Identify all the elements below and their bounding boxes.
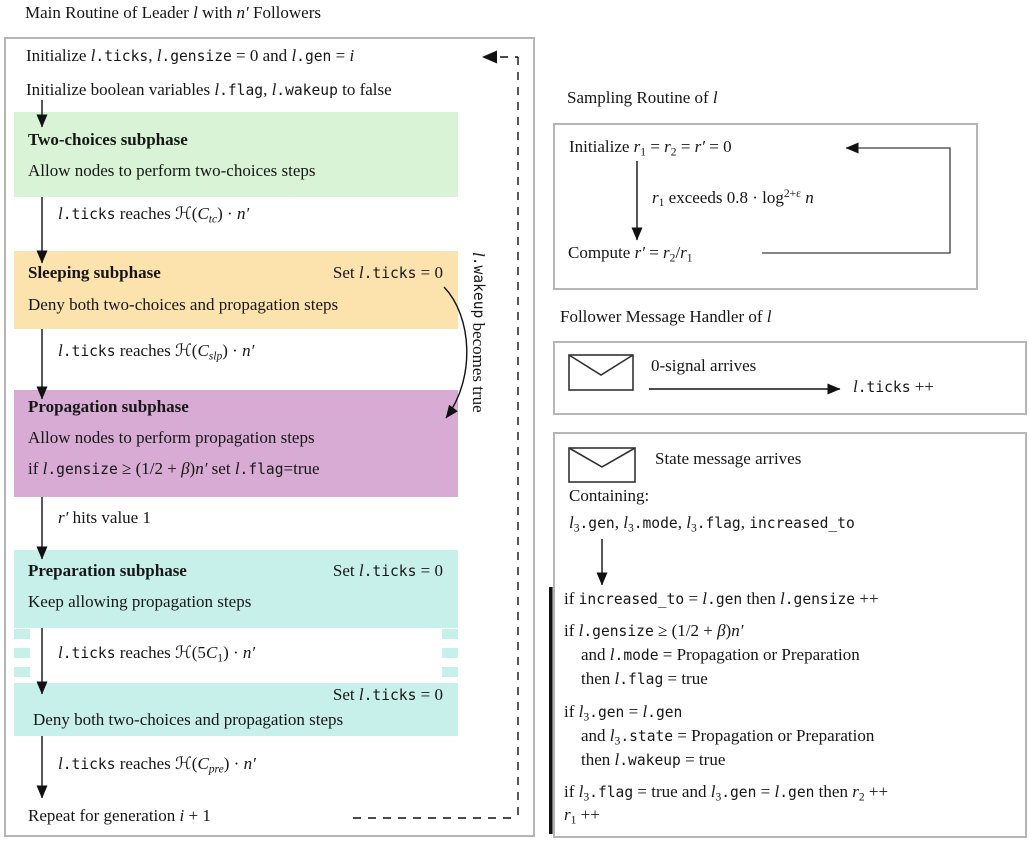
preparation-set-ticks: Set l.ticks = 0 (332, 561, 443, 580)
propagation-body-1: Allow nodes to perform propagation steps (28, 428, 315, 447)
sleeping-set-ticks: Set l.ticks = 0 (332, 263, 443, 282)
sampling-init: Initialize r1 = r2 = r′ = 0 (569, 137, 732, 159)
zero-signal-label: 0-signal arrives (651, 356, 757, 375)
transition-5c1-label: l.ticks reaches ℋ(5C1) · n′ (58, 643, 256, 665)
envelope-icon (568, 447, 636, 483)
containing-label: Containing: (569, 486, 650, 505)
two-choices-subphase-box (14, 112, 458, 197)
state-message-label: State message arrives (655, 449, 802, 468)
ticks-increment-label: l.ticks ++ (853, 377, 934, 396)
main-routine-title: Main Routine of Leader l with n′ Followe… (25, 3, 321, 22)
init-line-2: Initialize boolean variables l.flag, l.w… (26, 80, 392, 99)
transition-tc-label: l.ticks reaches ℋ(Ctc) · n′ (58, 204, 250, 226)
code-line-7: then l.wakeup = true (581, 750, 726, 769)
preparation-body: Keep allowing propagation steps (28, 592, 252, 611)
sampling-routine-title: Sampling Routine of l (567, 88, 718, 107)
code-line-5: if l3.gen = l.gen (564, 702, 683, 724)
preparation-title: Preparation subphase (28, 561, 187, 580)
propagation-title: Propagation subphase (28, 397, 189, 416)
message-fields: l3.gen, l3.mode, l3.flag, increased_to (569, 513, 855, 535)
sampling-condition: r1 exceeds 0.8 · log2+ε n (652, 187, 814, 210)
envelope-icon (568, 354, 634, 391)
transition-slp-label: l.ticks reaches ℋ(Cslp) · n′ (58, 341, 255, 363)
code-line-2: if l.gensize ≥ (1/2 + β)n′ (564, 621, 744, 640)
transition-pre-label: l.ticks reaches ℋ(Cpre) · n′ (58, 754, 256, 776)
deny-body: Deny both two-choices and propagation st… (33, 710, 344, 729)
deny-set-ticks: Set l.ticks = 0 (332, 685, 443, 704)
propagation-body-2: if l.gensize ≥ (1/2 + β)n′ set l.flag=tr… (28, 459, 320, 478)
code-line-4: then l.flag = true (581, 669, 708, 688)
wakeup-becomes-true-note: l.wakeup becomes true (469, 252, 488, 413)
code-line-1: if increased_to = l.gen then l.gensize +… (564, 589, 879, 608)
sleeping-title: Sleeping subphase (28, 263, 161, 282)
code-line-9: r1 ++ (564, 805, 600, 827)
code-line-6: and l3.state = Propagation or Preparatio… (581, 726, 875, 748)
sleeping-body: Deny both two-choices and propagation st… (28, 295, 339, 314)
transition-rprime-label: r′ hits value 1 (58, 508, 151, 527)
code-line-8: if l3.flag = true and l3.gen = l.gen the… (564, 782, 889, 804)
sampling-compute: Compute r′ = r2/r1 (568, 243, 693, 265)
two-choices-body: Allow nodes to perform two-choices steps (28, 161, 316, 180)
repeat-line: Repeat for generation i + 1 (28, 806, 211, 825)
code-line-3: and l.mode = Propagation or Preparation (581, 645, 860, 664)
init-line-1: Initialize l.ticks, l.gensize = 0 and l.… (26, 46, 355, 65)
state-handler-box (553, 432, 1027, 838)
two-choices-title: Two-choices subphase (28, 130, 188, 149)
follower-handler-title: Follower Message Handler of l (560, 307, 772, 326)
